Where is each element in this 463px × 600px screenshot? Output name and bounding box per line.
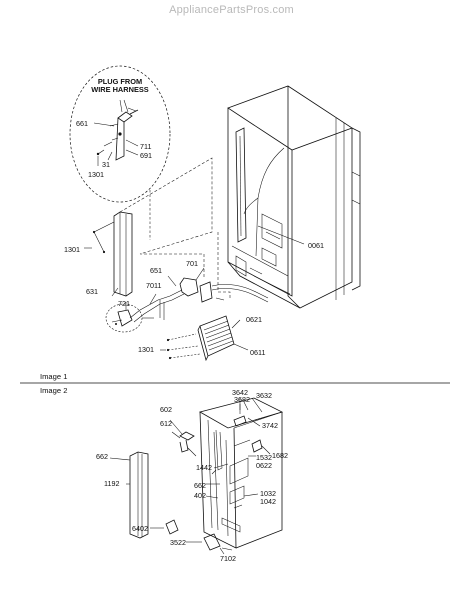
guide-lines-1 — [119, 157, 231, 300]
label-1442: 1442 — [196, 463, 212, 472]
label-0611: 0611 — [250, 348, 265, 357]
label-662-a: 662 — [96, 452, 108, 461]
label-1192: 1192 — [104, 479, 119, 488]
label-612: 612 — [160, 419, 172, 428]
section-label-image2: Image 2 — [40, 386, 67, 395]
label-602: 602 — [160, 405, 172, 414]
label-1682: 1682 — [272, 451, 288, 460]
label-721: 721 — [118, 299, 130, 308]
label-7102: 7102 — [220, 554, 236, 563]
label-7011: 7011 — [146, 281, 161, 290]
water-line-1 — [211, 284, 269, 303]
watermark: AppliancePartsPros.com — [169, 4, 294, 16]
label-6402: 6402 — [132, 524, 148, 533]
callout-title-line1: PLUG FROM — [98, 77, 142, 86]
label-631: 631 — [86, 287, 98, 296]
label-662-b: 662 — [194, 481, 206, 490]
label-0622: 0622 — [256, 461, 272, 470]
label-1532: 1532 — [256, 453, 272, 462]
label-3642: 3642 — [232, 388, 248, 397]
side-duct-2 — [109, 451, 149, 539]
refrigerator-cabinet-1 — [227, 85, 361, 309]
section-divider: Image 1 Image 2 — [20, 372, 450, 395]
label-1032: 1032 — [260, 489, 276, 498]
label-0061: 0061 — [308, 241, 324, 250]
bottom-parts-2 — [150, 519, 233, 551]
label-3742: 3742 — [262, 421, 278, 430]
section-label-image1: Image 1 — [40, 372, 67, 381]
image1-part-labels: 661 711 691 31 1301 1301 0061 701 651 70… — [64, 119, 324, 357]
side-duct-1 — [84, 211, 133, 297]
label-661: 661 — [76, 119, 88, 128]
toe-grille-1 — [160, 315, 249, 362]
wire-harness-callout: PLUG FROM WIRE HARNESS — [69, 65, 171, 240]
label-701: 701 — [186, 259, 198, 268]
image2-part-labels: 3642 3682 3632 3742 602 612 1532 1682 06… — [96, 388, 288, 563]
damper-parts-2 — [169, 419, 197, 457]
label-3522: 3522 — [170, 538, 186, 547]
label-1042: 1042 — [260, 497, 276, 506]
callout-title-line2: WIRE HARNESS — [91, 85, 149, 94]
label-1301-b: 1301 — [138, 345, 154, 354]
label-691: 691 — [140, 151, 152, 160]
label-651: 651 — [150, 266, 162, 275]
label-1301-inset: 1301 — [88, 170, 104, 179]
label-3682: 3682 — [234, 395, 250, 404]
water-valve-assembly — [105, 267, 213, 333]
label-31: 31 — [102, 160, 110, 169]
label-3632: 3632 — [256, 391, 272, 400]
label-711: 711 — [140, 142, 151, 151]
label-402: 402 — [194, 491, 206, 500]
label-1301-a: 1301 — [64, 245, 80, 254]
refrigerator-cabinet-2 — [198, 397, 284, 555]
label-0621: 0621 — [246, 315, 262, 324]
